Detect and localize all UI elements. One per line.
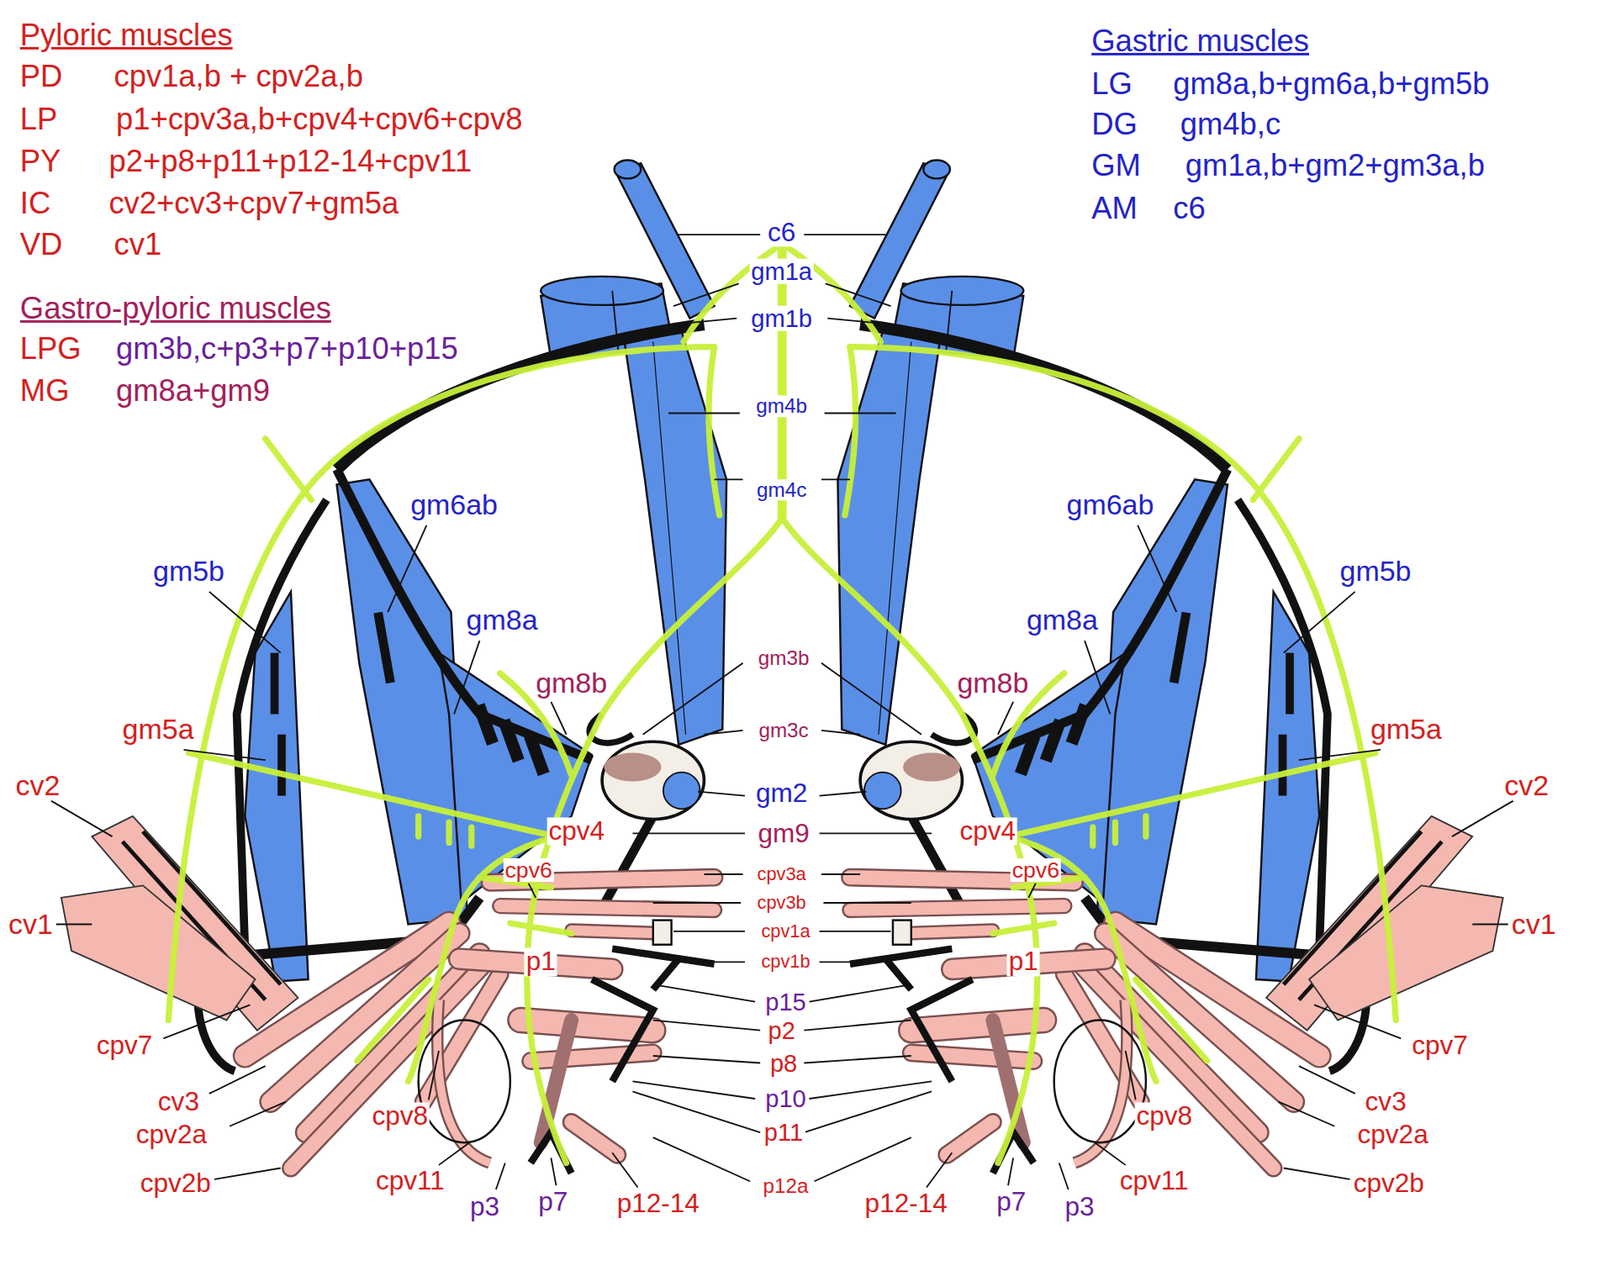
legend-text: p1+cpv3a,b+cpv4+cpv6+cpv8: [114, 103, 525, 136]
muscle-label: p7: [994, 1188, 1028, 1216]
muscle-label: p12-14: [863, 1190, 950, 1219]
legend-text: GM: [1089, 149, 1143, 182]
muscle-label: cv2: [1502, 770, 1551, 802]
muscle-label: gm5a: [121, 714, 196, 745]
muscle-label: cpv4: [957, 818, 1018, 846]
muscle-label: gm4b: [754, 395, 809, 417]
muscle-label: cpv8: [369, 1102, 430, 1131]
muscle-label: cpv6: [1010, 858, 1062, 882]
legend-text: cpv1a,b + cpv2a,b: [112, 60, 365, 93]
muscle-label: gm6ab: [408, 490, 500, 521]
legend-text: c6: [1171, 191, 1207, 224]
muscle-label: gm8b: [533, 668, 609, 699]
right-half: [783, 160, 1514, 1190]
legend-text: gm3b,c+p3+p7+p10+p15: [114, 332, 460, 365]
muscle-label: c6: [765, 218, 798, 247]
muscle-label: p3: [468, 1193, 502, 1221]
muscle-label: cv3: [156, 1087, 201, 1116]
muscle-label: gm3b: [756, 647, 812, 669]
legend-text: PY: [18, 145, 64, 178]
muscle-label: cv1: [6, 909, 55, 940]
legend-text: cv1: [112, 228, 164, 261]
muscle-label: cpv8: [1134, 1102, 1194, 1131]
muscle-label: gm5a: [1368, 714, 1444, 745]
legend-text: LPG: [18, 332, 84, 365]
muscle-label: cpv11: [374, 1167, 447, 1196]
muscle-label: gm8a: [464, 605, 540, 636]
legend-text: LG: [1089, 67, 1135, 100]
muscle-label: cpv4: [546, 818, 607, 846]
muscle-label: gm5b: [1337, 556, 1413, 587]
legend-text: VD: [18, 228, 65, 261]
muscle-label: p7: [536, 1188, 570, 1216]
legend-text: cv2+cv3+cpv7+gm5a: [106, 186, 401, 219]
legend-text: LP: [18, 103, 60, 136]
legend-text: PD: [18, 60, 65, 93]
muscle-label: p11: [762, 1119, 805, 1146]
muscle-label: gm1a: [749, 258, 814, 286]
muscle-label: gm8a: [1024, 605, 1100, 636]
muscle-label: p1: [1007, 948, 1041, 977]
muscle-label: p12-14: [615, 1190, 702, 1219]
muscle-label: cpv11: [1118, 1167, 1191, 1196]
muscle-label: cv1: [1510, 909, 1558, 940]
legend-text: gm8a,b+gm6a,b+gm5b: [1171, 67, 1491, 100]
legend-text: IC: [18, 186, 53, 219]
muscle-label: cpv2b: [1351, 1169, 1426, 1198]
muscle-label: gm3c: [756, 719, 810, 741]
muscle-label: p1: [524, 948, 558, 977]
legend-text: Gastro-pyloric muscles: [18, 291, 333, 324]
muscle-label: gm6ab: [1065, 490, 1157, 521]
muscle-label: gm8b: [955, 668, 1030, 699]
muscle-label: cpv7: [95, 1031, 155, 1060]
muscle-label: p3: [1062, 1193, 1096, 1221]
muscle-label: gm5b: [151, 556, 227, 587]
muscle-label: cv2: [13, 770, 62, 802]
legend-text: MG: [18, 374, 72, 407]
muscle-label: p8: [768, 1050, 799, 1077]
legend-text: Pyloric muscles: [18, 19, 235, 52]
legend-text: gm4b,c: [1178, 108, 1283, 141]
muscle-label: cpv2a: [1356, 1120, 1431, 1149]
muscle-label: cpv2b: [138, 1169, 213, 1198]
legend-text: p2+p8+p11+p12-14+cpv11: [106, 145, 474, 178]
muscle-label: p2: [765, 1017, 797, 1044]
legend-text: Gastric muscles: [1089, 24, 1311, 57]
legend-text: DG: [1089, 108, 1140, 141]
muscle-label: cpv3a: [755, 865, 808, 885]
legend-text: gm1a,b+gm2+gm3a,b: [1183, 149, 1487, 182]
muscle-label: cpv1b: [759, 952, 812, 972]
muscle-label: p10: [763, 1086, 808, 1113]
legend-text: gm8a+gm9: [114, 374, 272, 407]
muscle-label: cpv3b: [755, 893, 808, 914]
muscle-label: p12a: [761, 1176, 811, 1198]
muscle-label: gm9: [755, 819, 811, 848]
muscle-label: cpv1a: [759, 922, 812, 942]
muscle-label: cpv7: [1409, 1031, 1470, 1060]
muscle-label: gm2: [754, 780, 809, 808]
muscle-label: cv3: [1363, 1087, 1409, 1116]
muscle-label: gm4c: [755, 479, 808, 501]
muscle-label: p15: [763, 989, 808, 1016]
legend-text: AM: [1089, 191, 1140, 224]
muscle-label: gm1b: [749, 305, 814, 332]
muscle-label: cpv2a: [134, 1120, 209, 1149]
muscle-label: cpv6: [502, 858, 554, 882]
